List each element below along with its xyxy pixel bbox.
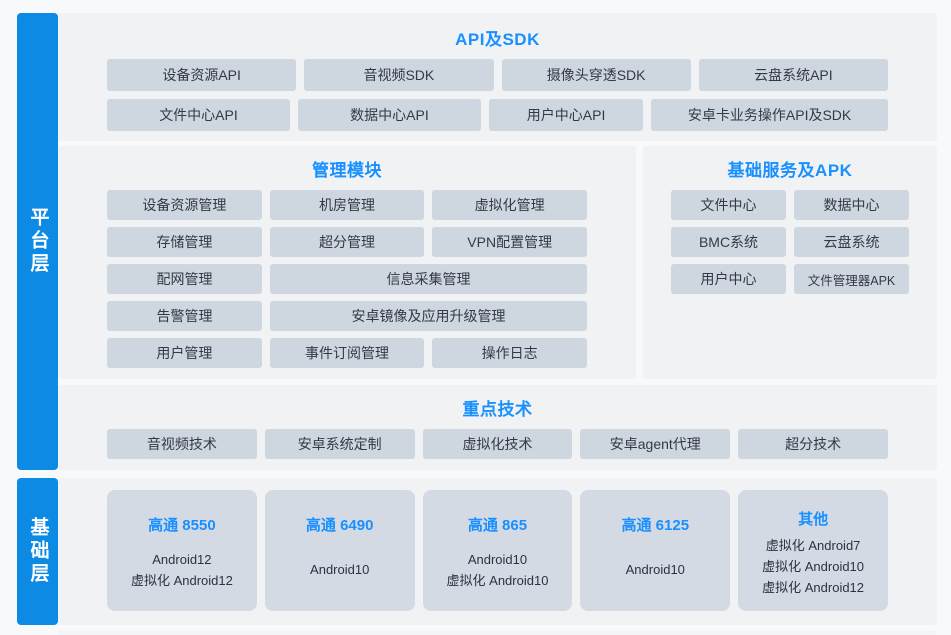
chip-api-av-sdk[interactable]: 音视频SDK bbox=[304, 59, 494, 91]
panel-api-sdk-title: API及SDK bbox=[455, 30, 540, 49]
panel-basic-services-apk-rows: 文件中心 数据中心 BMC系统 云盘系统 用户中心 文件管理器APK bbox=[671, 190, 909, 294]
chip-device-resource-mgmt[interactable]: 设备资源管理 bbox=[107, 190, 262, 220]
manage-row-2: 存储管理 超分管理 VPN配置管理 bbox=[107, 227, 588, 257]
panel-api-sdk-rows: 设备资源API 音视频SDK 摄像头穿透SDK 云盘系统API 文件中心API … bbox=[107, 59, 888, 131]
manage-row-4: 告警管理 安卓镜像及应用升级管理 bbox=[107, 301, 587, 331]
panel-management-module-rows: 设备资源管理 机房管理 虚拟化管理 存储管理 超分管理 VPN配置管理 配网管理… bbox=[107, 190, 588, 368]
manage-row-1: 设备资源管理 机房管理 虚拟化管理 bbox=[107, 190, 588, 220]
basic-row-3: 用户中心 文件管理器APK bbox=[671, 264, 909, 294]
chip-data-center[interactable]: 数据中心 bbox=[794, 190, 909, 220]
hw-card-qualcomm-865[interactable]: 高通 865 Android10 虚拟化 Android10 bbox=[422, 490, 573, 611]
hw-card-qualcomm-6125[interactable]: 高通 6125 Android10 bbox=[580, 490, 731, 611]
api-row-1: 设备资源API 音视频SDK 摄像头穿透SDK 云盘系统API bbox=[107, 59, 888, 91]
hw-card-line: 虚拟化 Android12 bbox=[762, 580, 865, 596]
basic-row-2: BMC系统 云盘系统 bbox=[671, 227, 909, 257]
base-hardware-cards: 高通 8550 Android12 虚拟化 Android12 高通 6490 … bbox=[107, 490, 888, 611]
chip-tech-virtualization[interactable]: 虚拟化技术 bbox=[422, 429, 573, 459]
chip-api-user-center[interactable]: 用户中心API bbox=[488, 99, 644, 131]
panel-key-technologies-title: 重点技术 bbox=[462, 400, 533, 419]
chip-info-collection-mgmt[interactable]: 信息采集管理 bbox=[270, 264, 587, 294]
chip-alarm-mgmt[interactable]: 告警管理 bbox=[107, 301, 263, 331]
chip-api-device-resource[interactable]: 设备资源API bbox=[107, 59, 297, 91]
hw-card-line: 虚拟化 Android10 bbox=[762, 559, 865, 575]
chip-tech-superres[interactable]: 超分技术 bbox=[738, 429, 888, 459]
chip-operation-log[interactable]: 操作日志 bbox=[432, 338, 588, 368]
chip-vpn-config-mgmt[interactable]: VPN配置管理 bbox=[432, 227, 588, 257]
hw-card-line: Android10 bbox=[310, 562, 370, 577]
hw-card-title: 高通 865 bbox=[467, 517, 528, 534]
hw-card-other[interactable]: 其他 虚拟化 Android7 虚拟化 Android10 虚拟化 Androi… bbox=[738, 490, 888, 611]
chip-android-image-upgrade-mgmt[interactable]: 安卓镜像及应用升级管理 bbox=[270, 301, 587, 331]
chip-storage-mgmt[interactable]: 存储管理 bbox=[107, 227, 262, 257]
panel-api-sdk: API及SDK 设备资源API 音视频SDK 摄像头穿透SDK 云盘系统API … bbox=[58, 13, 937, 141]
panel-management-module-title: 管理模块 bbox=[312, 161, 382, 180]
chip-cloud-disk-system[interactable]: 云盘系统 bbox=[794, 227, 909, 257]
hw-card-line: Android10 bbox=[625, 562, 685, 577]
chip-user-center[interactable]: 用户中心 bbox=[671, 264, 786, 294]
chip-api-file-center[interactable]: 文件中心API bbox=[107, 99, 290, 131]
chip-file-manager-apk[interactable]: 文件管理器APK bbox=[794, 264, 909, 294]
manage-row-3: 配网管理 信息采集管理 bbox=[107, 264, 587, 294]
panel-key-technologies-rows: 音视频技术 安卓系统定制 虚拟化技术 安卓agent代理 超分技术 bbox=[107, 429, 888, 459]
chip-api-android-card-ops[interactable]: 安卓卡业务操作API及SDK bbox=[651, 99, 888, 131]
panel-basic-services-apk: 基础服务及APK 文件中心 数据中心 BMC系统 云盘系统 用户中心 文件管理器… bbox=[643, 146, 937, 379]
layer-bar-platform: 平台层 bbox=[17, 13, 58, 470]
panel-base-hardware: 高通 8550 Android12 虚拟化 Android12 高通 6490 … bbox=[58, 478, 937, 625]
chip-event-subscription-mgmt[interactable]: 事件订阅管理 bbox=[269, 338, 425, 368]
tech-row-1: 音视频技术 安卓系统定制 虚拟化技术 安卓agent代理 超分技术 bbox=[107, 429, 888, 459]
chip-file-center[interactable]: 文件中心 bbox=[671, 190, 786, 220]
chip-tech-android-customization[interactable]: 安卓系统定制 bbox=[264, 429, 415, 459]
hw-card-line: 虚拟化 Android7 bbox=[765, 538, 861, 553]
chip-api-cloud-disk[interactable]: 云盘系统API bbox=[698, 59, 888, 91]
panel-management-module: 管理模块 设备资源管理 机房管理 虚拟化管理 存储管理 超分管理 VPN配置管理… bbox=[58, 146, 636, 379]
chip-room-mgmt[interactable]: 机房管理 bbox=[269, 190, 425, 220]
chip-network-config-mgmt[interactable]: 配网管理 bbox=[107, 264, 263, 294]
chip-api-data-center[interactable]: 数据中心API bbox=[297, 99, 481, 131]
bottom-edge-sliver bbox=[58, 630, 937, 635]
chip-bmc-system[interactable]: BMC系统 bbox=[671, 227, 786, 257]
layer-bar-platform-label: 平台层 bbox=[27, 207, 49, 276]
hw-card-qualcomm-8550[interactable]: 高通 8550 Android12 虚拟化 Android12 bbox=[107, 490, 257, 611]
hw-card-line: 虚拟化 Android10 bbox=[446, 573, 549, 589]
hw-card-line: Android12 bbox=[152, 552, 212, 567]
hw-card-qualcomm-6490[interactable]: 高通 6490 Android10 bbox=[264, 490, 415, 611]
hw-card-title: 高通 6125 bbox=[621, 517, 690, 534]
hw-card-line: Android10 bbox=[467, 552, 528, 567]
layer-bar-base-label: 基础层 bbox=[27, 517, 49, 586]
basic-row-1: 文件中心 数据中心 bbox=[671, 190, 909, 220]
chip-superres-mgmt[interactable]: 超分管理 bbox=[269, 227, 425, 257]
hw-card-title: 高通 6490 bbox=[305, 517, 374, 534]
hw-card-title: 高通 8550 bbox=[148, 517, 216, 534]
chip-user-mgmt[interactable]: 用户管理 bbox=[107, 338, 262, 368]
hw-card-title: 其他 bbox=[798, 511, 829, 528]
chip-api-camera-passthrough-sdk[interactable]: 摄像头穿透SDK bbox=[501, 59, 691, 91]
panel-basic-services-apk-title: 基础服务及APK bbox=[727, 161, 853, 180]
chip-virtualization-mgmt[interactable]: 虚拟化管理 bbox=[432, 190, 588, 220]
panel-key-technologies: 重点技术 音视频技术 安卓系统定制 虚拟化技术 安卓agent代理 超分技术 bbox=[58, 385, 937, 470]
layer-bar-base: 基础层 bbox=[17, 478, 58, 625]
chip-tech-android-agent[interactable]: 安卓agent代理 bbox=[580, 429, 731, 459]
hw-card-line: 虚拟化 Android12 bbox=[130, 573, 233, 589]
api-row-2: 文件中心API 数据中心API 用户中心API 安卓卡业务操作API及SDK bbox=[107, 99, 888, 131]
chip-tech-av[interactable]: 音视频技术 bbox=[107, 429, 257, 459]
manage-row-5: 用户管理 事件订阅管理 操作日志 bbox=[107, 338, 588, 368]
